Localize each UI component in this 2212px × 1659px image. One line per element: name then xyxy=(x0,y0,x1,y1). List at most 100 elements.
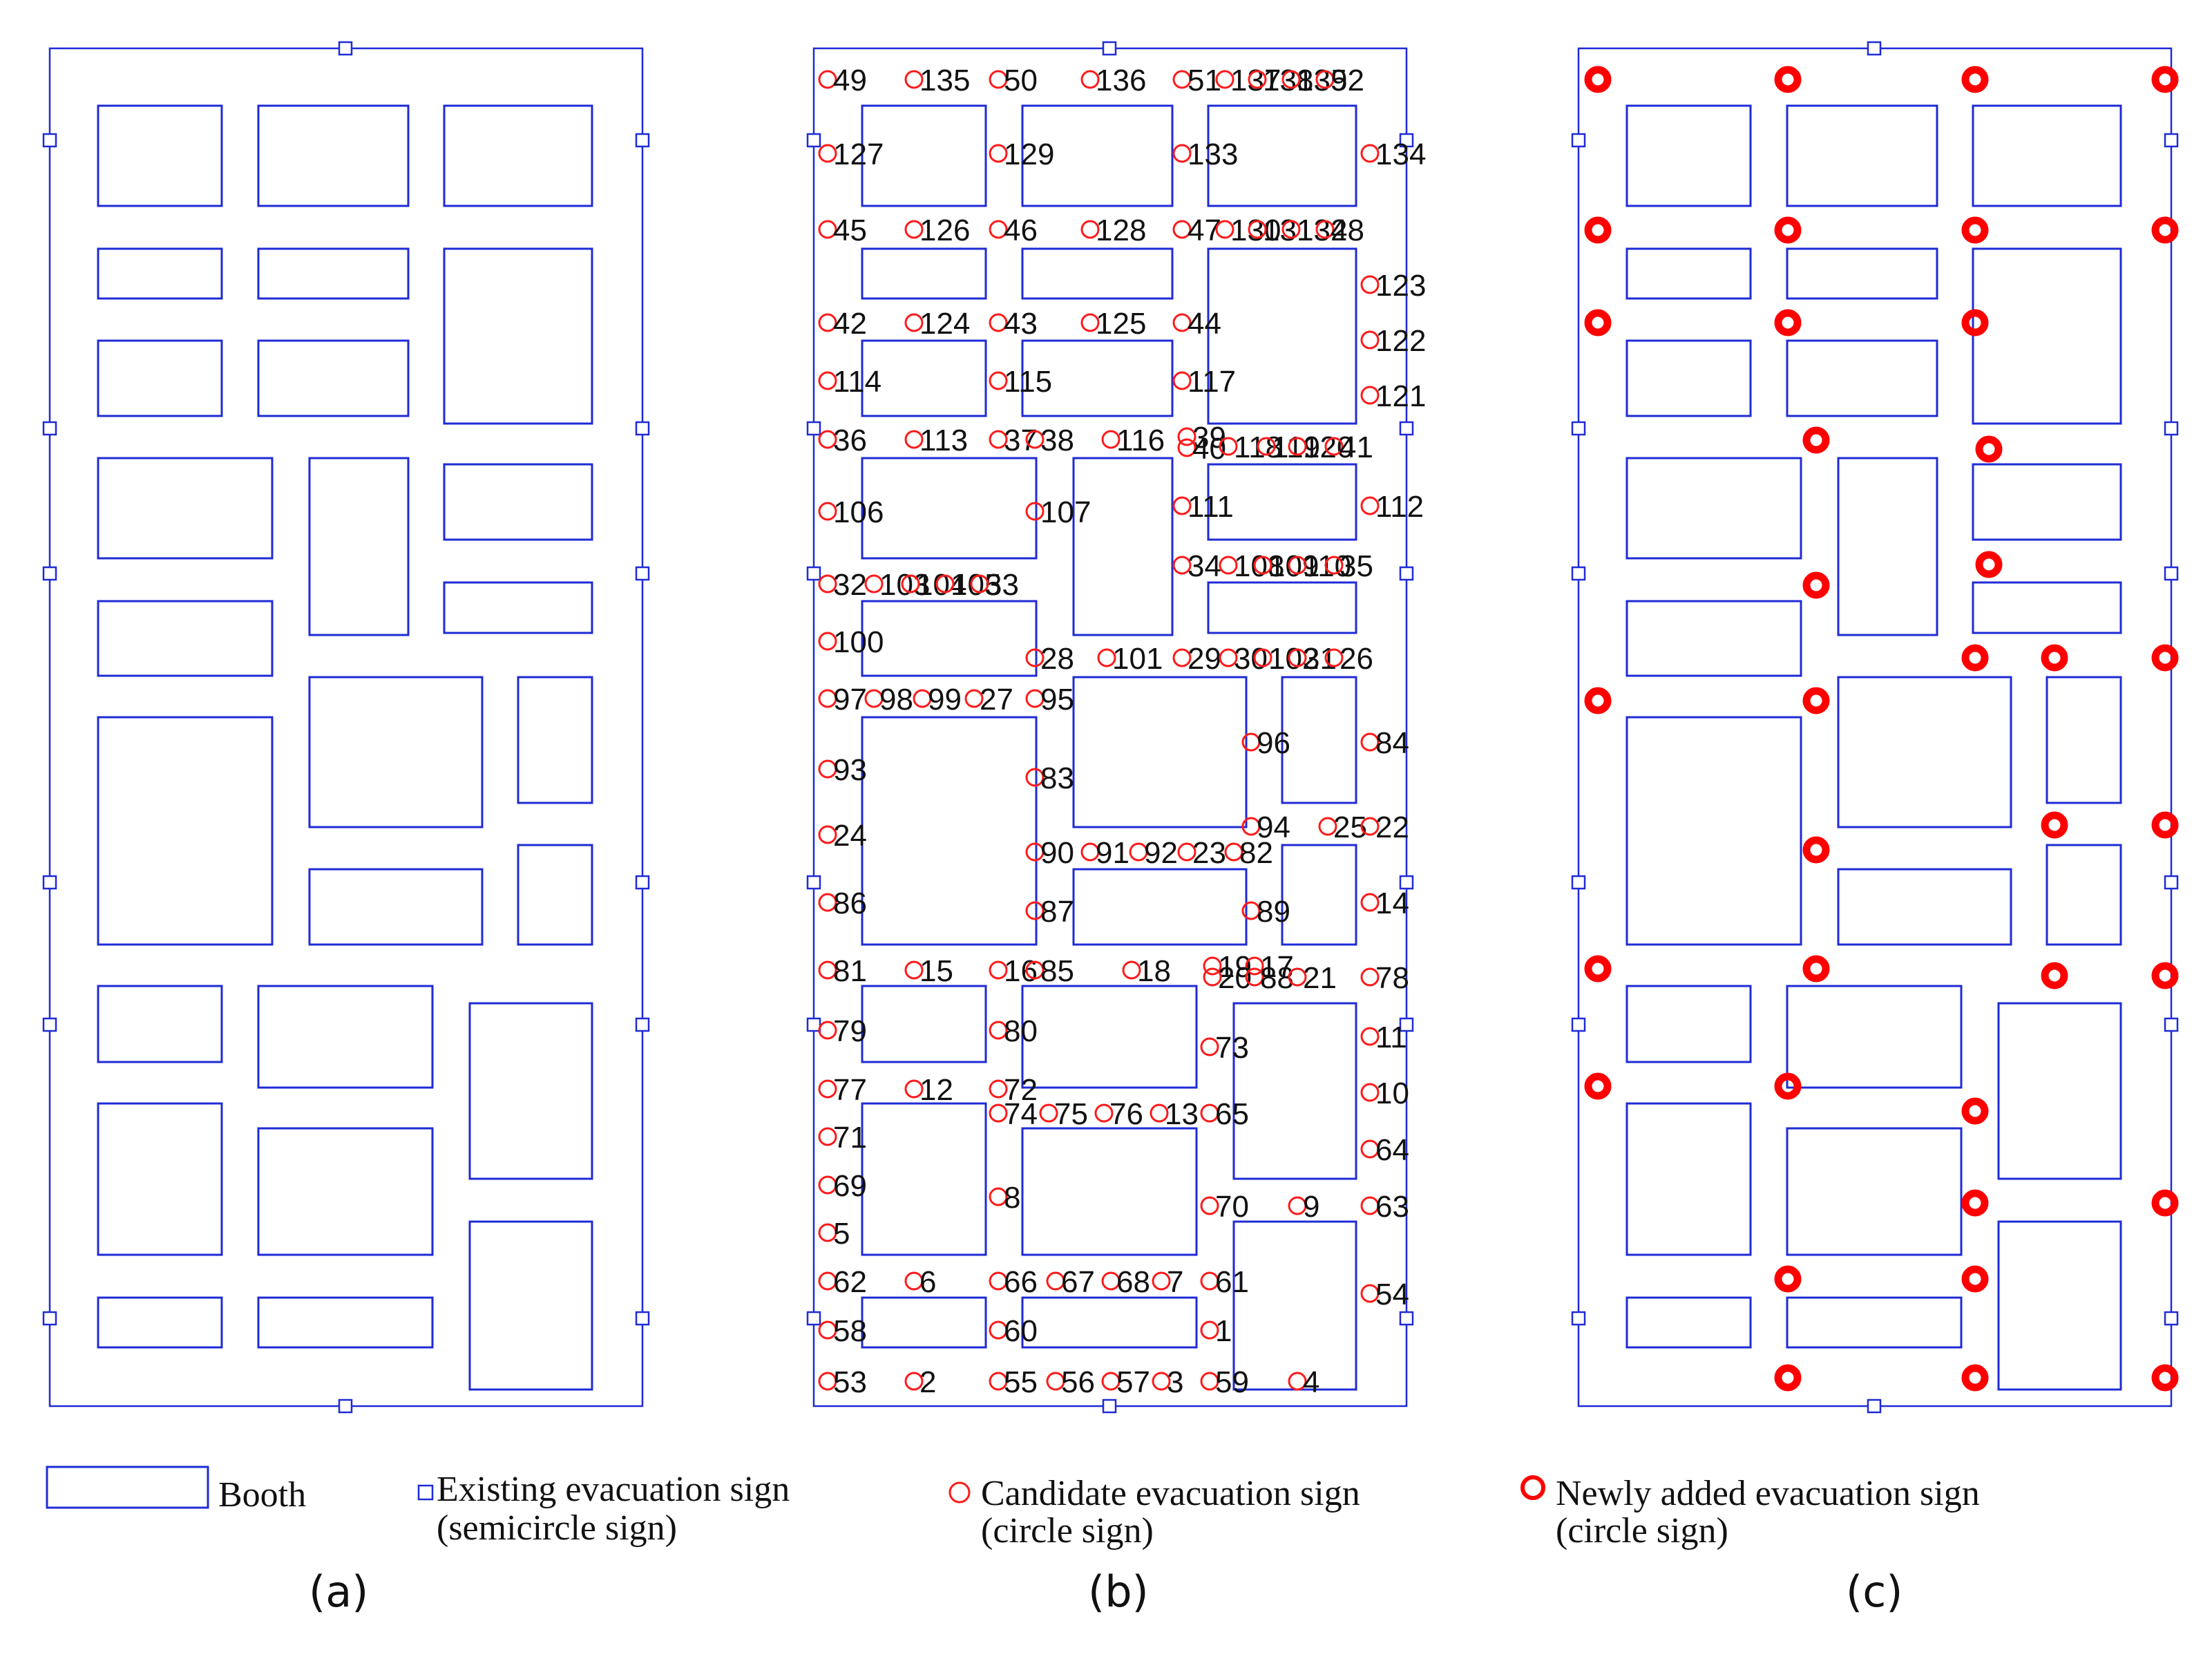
candidate-sign-icon xyxy=(818,371,837,390)
candidate-sign-label: 93 xyxy=(833,753,867,787)
candidate-sign-icon xyxy=(1224,842,1243,862)
candidate-sign-icon xyxy=(904,70,924,89)
booth xyxy=(861,457,1038,560)
candidate-sign-label: 68 xyxy=(1116,1265,1150,1299)
booth xyxy=(1997,1002,2122,1180)
candidate-sign-label: 98 xyxy=(879,683,913,717)
candidate-sign-label: 10 xyxy=(1375,1077,1409,1110)
booth xyxy=(257,104,410,207)
candidate-sign-icon xyxy=(1150,1103,1169,1123)
booth xyxy=(97,985,223,1063)
candidate-sign-label: 23 xyxy=(1192,836,1226,870)
candidate-sign-icon xyxy=(989,371,1008,390)
candidate-sign-label: 33 xyxy=(985,568,1019,602)
candidate-sign-icon xyxy=(1025,842,1045,862)
candidate-sign-icon xyxy=(1360,386,1380,405)
candidate-sign-icon xyxy=(989,1372,1008,1391)
candidate-sign-label: 57 xyxy=(1116,1365,1150,1399)
candidate-sign-icon xyxy=(1288,1372,1307,1391)
candidate-sign-label: 117 xyxy=(1188,365,1236,399)
booth xyxy=(1072,676,1248,828)
candidate-sign-icon xyxy=(818,689,837,708)
booth xyxy=(257,247,410,300)
candidate-sign-label: 127 xyxy=(833,138,884,171)
candidate-sign-icon xyxy=(1152,1271,1171,1291)
existing-sign-icon xyxy=(635,1017,650,1032)
candidate-sign-label: 139 xyxy=(1297,64,1347,97)
new-sign-icon xyxy=(1961,216,1989,244)
candidate-sign-icon xyxy=(1177,842,1196,862)
candidate-sign-icon xyxy=(1172,220,1192,239)
candidate-sign-icon xyxy=(1025,689,1045,708)
candidate-sign-icon xyxy=(1360,1284,1380,1303)
candidate-sign-icon xyxy=(818,574,837,594)
candidate-sign-icon xyxy=(989,1079,1008,1099)
candidate-sign-label: 89 xyxy=(1257,895,1290,929)
existing-sign-icon xyxy=(1867,1399,1882,1414)
candidate-sign-label: 46 xyxy=(1004,214,1038,247)
candidate-sign-label: 107 xyxy=(1040,495,1091,529)
candidate-sign-icon xyxy=(1200,1037,1219,1056)
candidate-sign-label: 87 xyxy=(1040,895,1074,929)
candidate-sign-label: 112 xyxy=(1375,490,1424,524)
candidate-sign-label: 114 xyxy=(833,365,881,399)
booth xyxy=(861,716,1038,946)
candidate-sign-icon xyxy=(1360,1139,1380,1159)
candidate-sign-label: 129 xyxy=(1004,138,1054,171)
booth xyxy=(1625,1296,1752,1349)
booth xyxy=(1837,676,2012,828)
candidate-sign-label: 50 xyxy=(1004,64,1038,97)
existing-sign-icon xyxy=(635,1311,650,1326)
new-sign-icon xyxy=(1584,687,1612,714)
candidate-sign-label: 64 xyxy=(1375,1133,1409,1167)
booth xyxy=(1786,1296,1963,1349)
candidate-sign-icon xyxy=(864,574,884,594)
new-sign-icon xyxy=(1961,1189,1989,1217)
candidate-sign-icon xyxy=(964,689,984,708)
existing-sign-icon xyxy=(1571,421,1586,436)
booth xyxy=(861,600,1038,677)
booth xyxy=(861,104,987,207)
candidate-sign-icon xyxy=(1324,556,1344,575)
candidate-sign-icon xyxy=(1215,220,1234,239)
booth xyxy=(1021,104,1174,207)
new-sign-icon xyxy=(2041,644,2068,672)
candidate-sign-label: 27 xyxy=(980,683,1013,717)
candidate-sign-icon xyxy=(1172,556,1192,575)
existing-sign-icon xyxy=(1571,1017,1586,1032)
candidate-sign-label: 102 xyxy=(1268,642,1319,676)
candidate-sign-label: 2 xyxy=(919,1365,936,1399)
booth xyxy=(1072,868,1248,946)
candidate-sign-label: 15 xyxy=(919,954,953,988)
candidate-sign-label: 24 xyxy=(833,819,867,853)
candidate-sign-label: 3 xyxy=(1167,1365,1183,1399)
candidate-sign-icon xyxy=(1257,437,1276,456)
candidate-sign-icon xyxy=(1025,901,1045,920)
candidate-sign-label: 137 xyxy=(1230,64,1281,97)
candidate-sign-label: 69 xyxy=(833,1169,867,1203)
candidate-sign-icon xyxy=(1101,430,1121,449)
new-sign-icon xyxy=(1975,551,2003,578)
candidate-sign-label: 54 xyxy=(1375,1278,1409,1311)
candidate-sign-label: 52 xyxy=(1331,64,1364,97)
booth xyxy=(861,985,987,1063)
booth xyxy=(2046,676,2122,804)
candidate-sign-icon xyxy=(1080,313,1100,332)
candidate-sign-icon xyxy=(1360,967,1380,987)
new-sign-icon xyxy=(2151,66,2179,93)
candidate-sign-label: 110 xyxy=(1303,549,1351,583)
candidate-sign-icon xyxy=(989,430,1008,449)
booth xyxy=(1972,463,2122,541)
booth xyxy=(97,104,223,207)
candidate-sign-icon xyxy=(1253,648,1272,667)
new-sign-icon xyxy=(1961,1364,1989,1392)
candidate-sign-label: 101 xyxy=(1112,642,1163,676)
candidate-sign-icon xyxy=(970,574,989,594)
candidate-sign-icon xyxy=(818,502,837,521)
candidate-sign-label: 26 xyxy=(1339,642,1373,676)
candidate-sign-icon xyxy=(989,1271,1008,1291)
booth xyxy=(97,600,274,677)
candidate-sign-label: 63 xyxy=(1375,1190,1409,1224)
new-sign-icon xyxy=(2041,962,2068,989)
existing-sign-icon xyxy=(806,133,821,148)
